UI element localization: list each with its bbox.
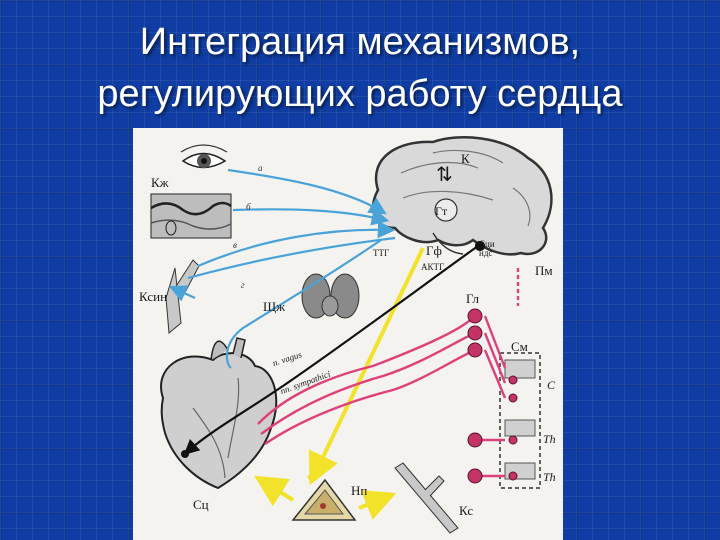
label-th-segment-1: Th: [543, 432, 556, 446]
label-heart: Сц: [193, 497, 209, 512]
label-th-segment-2: Th: [543, 470, 556, 484]
label-afferent-g: г: [241, 280, 245, 290]
label-afferent-v: в: [233, 240, 237, 250]
label-adrenal: Нп: [351, 483, 368, 498]
eye: [180, 144, 228, 169]
thyroid-gland: [301, 273, 360, 319]
hormonal-pathways: [254, 247, 425, 520]
label-ttg: ТТГ: [373, 248, 390, 258]
afferent-pathways: [168, 168, 396, 369]
ganglion-nodes: [467, 308, 518, 484]
sympathetic-pathways: [257, 268, 520, 478]
label-sci-ndc: Сци ндс: [479, 239, 495, 258]
slide-title: Интеграция механизмов, регулирующих рабо…: [0, 16, 720, 120]
skin-tissue: [150, 193, 232, 239]
label-c-segment: С: [547, 378, 556, 392]
label-spinal-cord: См: [511, 339, 528, 354]
label-medulla: Пм: [535, 263, 553, 278]
diagram-artwork: [150, 136, 553, 534]
label-afferent-b: б: [246, 202, 251, 212]
adrenal-gland: [291, 478, 357, 521]
vagus-pathway: [183, 240, 486, 455]
label-cortex: К: [461, 151, 470, 166]
label-vessel: Кс: [459, 503, 474, 518]
label-skin: Кж: [151, 175, 169, 190]
brain: [371, 136, 553, 256]
title-line-2: регулирующих работу сердца: [97, 73, 623, 115]
spinal-cord: [499, 352, 541, 489]
label-hypothalamus: Гт: [435, 204, 448, 218]
label-pituitary: Гф: [426, 243, 442, 258]
peripheral-vessel: [394, 462, 459, 534]
label-actg: АКТГ: [421, 262, 445, 272]
label-ganglion: Гл: [466, 291, 480, 306]
label-sinus-vessel: Ксин: [139, 289, 168, 304]
heart-regulation-diagram: К ⇅ Гт Гф ТТГ АКТГ Сци ндс Пм Гл См С Th…: [133, 128, 563, 540]
label-afferent-a: а: [258, 163, 263, 173]
cortex-arrows-icon: ⇅: [436, 164, 453, 186]
title-line-1: Интеграция механизмов,: [139, 21, 581, 63]
heart: [160, 337, 278, 490]
label-thyroid: Щж: [263, 299, 286, 314]
